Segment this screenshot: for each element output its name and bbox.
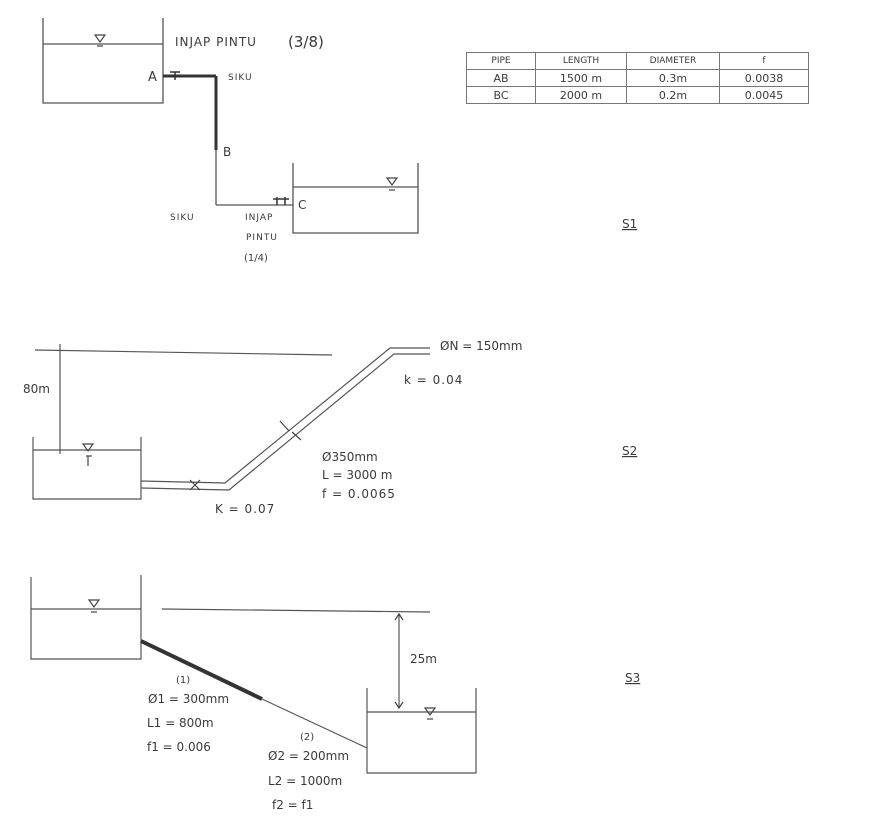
water-symbol-lower-s3	[423, 707, 437, 717]
reservoir-lower	[292, 163, 419, 234]
d2-label: Ø2 = 200mm	[268, 749, 349, 763]
valve-bottom-line2: PINTU	[246, 233, 278, 243]
cell-friction: 0.0038	[719, 69, 809, 87]
d1-label: Ø1 = 300mm	[148, 692, 229, 706]
head-label-s3: 25m	[410, 652, 437, 666]
pipe-1-s3	[140, 639, 263, 701]
table-row: BC 2000 m 0.2m 0.0045	[466, 86, 809, 104]
nozzle-label: ØN = 150mm	[440, 339, 522, 353]
bend-top-label: SIKU	[228, 73, 253, 83]
reservoir-lower-s3	[366, 688, 477, 774]
s1-tag: S1	[622, 217, 637, 231]
valve-c-symbol	[273, 197, 289, 205]
cell-pipe: BC	[466, 86, 536, 104]
diameter-arrow	[279, 420, 302, 441]
pipe-1-tag: (1)	[176, 675, 190, 686]
water-symbol-lower	[385, 177, 399, 187]
node-c-label: C	[298, 198, 306, 212]
f2-label: f2 = f1	[272, 798, 313, 812]
l2-label: L2 = 1000m	[268, 774, 342, 788]
node-b-label: B	[223, 145, 231, 159]
pipe-s2	[140, 347, 430, 484]
valve-bottom-line1: INJAP	[245, 213, 273, 223]
water-symbol-upper	[93, 34, 107, 44]
valve-s2-symbol	[189, 479, 201, 491]
k-nozzle-label: k = 0.04	[404, 373, 463, 387]
reservoir-s2	[32, 437, 142, 500]
water-symbol-upper-s3	[87, 599, 101, 609]
cell-friction: 0.0045	[719, 86, 809, 104]
pipe-2-tag: (2)	[300, 732, 314, 743]
water-symbol-s2	[81, 443, 95, 453]
bend-bottom-label: SIKU	[170, 213, 195, 223]
cell-diameter: 0.2m	[626, 86, 720, 104]
pipe-2-s3	[261, 698, 368, 749]
cell-length: 2000 m	[535, 86, 627, 104]
s2-tag: S2	[622, 444, 637, 458]
l1-label: L1 = 800m	[147, 716, 214, 730]
datum-line	[34, 349, 333, 356]
valve-top-ratio: (3/8)	[288, 33, 324, 51]
valve-bottom-ratio: (1/4)	[244, 253, 268, 264]
reservoir-upper-s3	[30, 575, 142, 660]
reservoir-upper	[42, 18, 164, 104]
node-a-label: A	[148, 70, 157, 85]
s3-tag: S3	[625, 671, 640, 685]
valve-top-label: INJAP PINTU	[175, 35, 257, 49]
valve-a-symbol	[170, 71, 180, 80]
reference-line-s3	[161, 608, 431, 613]
diameter-label: Ø350mm	[322, 450, 378, 464]
k-valve-label: K = 0.07	[215, 502, 275, 516]
length-label: L = 3000 m	[322, 468, 392, 482]
pipe-table: PIPE LENGTH DIAMETER f AB 1500 m 0.3m 0.…	[466, 52, 809, 104]
friction-label: f = 0.0065	[322, 487, 396, 501]
f1-label: f1 = 0.006	[147, 740, 211, 754]
head-label-s2: 80m	[23, 382, 50, 396]
